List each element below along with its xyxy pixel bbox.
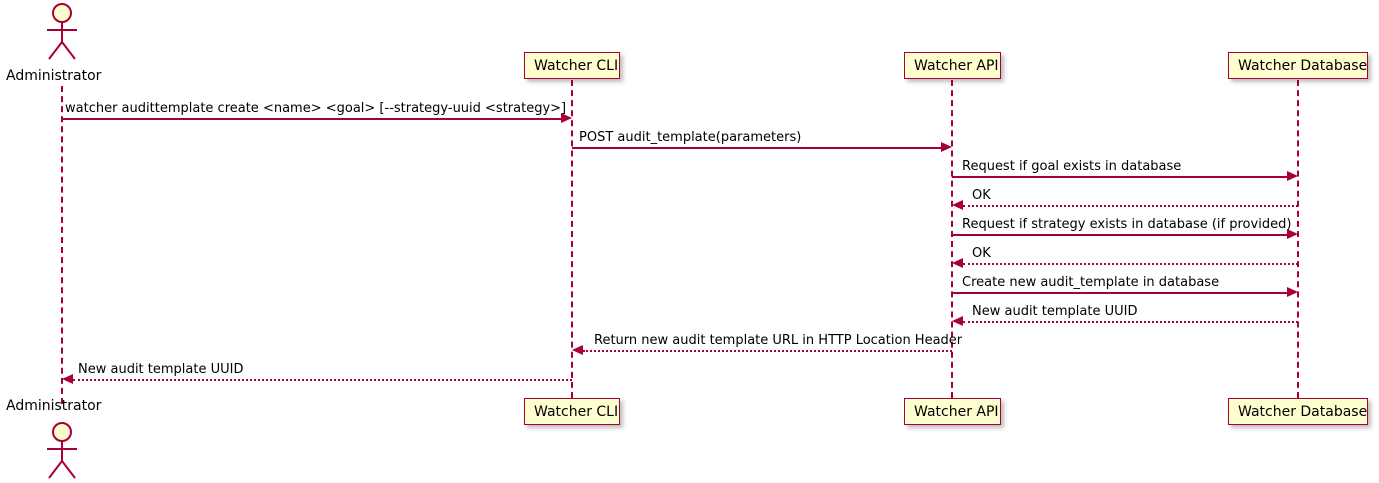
message-arrowhead-8 xyxy=(952,316,963,326)
message-label-4: OK xyxy=(972,188,991,203)
participant-label-watcher-database-top: Watcher Database xyxy=(1238,58,1368,74)
message-arrow-6 xyxy=(963,263,1298,265)
actor-label-administrator-bottom: Administrator xyxy=(6,398,102,414)
message-arrow-8 xyxy=(963,321,1298,323)
participant-label-watcher-cli-top: Watcher CLI xyxy=(534,58,619,74)
participant-box-watcher-database-top: Watcher Database xyxy=(1228,52,1368,79)
message-label-9: Return new audit template URL in HTTP Lo… xyxy=(594,333,963,348)
actor-figure-icon xyxy=(47,3,77,60)
actor-label-administrator-top: Administrator xyxy=(6,68,102,84)
message-label-7: Create new audit_template in database xyxy=(962,275,1220,290)
participant-box-watcher-cli-bottom: Watcher CLI xyxy=(524,398,620,425)
message-arrow-5 xyxy=(952,234,1288,236)
message-label-1: watcher audittemplate create <name> <goa… xyxy=(65,101,567,116)
message-arrow-2 xyxy=(572,147,942,149)
lifeline-administrator xyxy=(61,86,63,404)
message-arrow-3 xyxy=(952,176,1288,178)
message-arrow-7 xyxy=(952,292,1288,294)
participant-box-watcher-api-top: Watcher API xyxy=(904,52,1001,79)
message-label-5: Request if strategy exists in database (… xyxy=(962,217,1292,232)
participant-label-watcher-cli-bottom: Watcher CLI xyxy=(534,404,619,420)
lifeline-watcher-database xyxy=(1297,80,1299,398)
actor-figure-icon xyxy=(47,422,77,479)
message-label-2: POST audit_template(parameters) xyxy=(579,130,802,145)
participant-label-watcher-database-bottom: Watcher Database xyxy=(1238,404,1368,420)
message-arrowhead-6 xyxy=(952,258,963,268)
message-arrowhead-3 xyxy=(1287,171,1298,181)
actor-administrator-bottom xyxy=(36,421,88,479)
participant-box-watcher-api-bottom: Watcher API xyxy=(904,398,1001,425)
message-arrow-9 xyxy=(583,350,952,352)
participant-label-watcher-api-bottom: Watcher API xyxy=(914,404,999,420)
lifeline-watcher-api xyxy=(951,80,953,398)
message-arrowhead-2 xyxy=(941,142,952,152)
participant-box-watcher-database-bottom: Watcher Database xyxy=(1228,398,1368,425)
message-label-3: Request if goal exists in database xyxy=(962,159,1182,174)
message-label-6: OK xyxy=(972,246,991,261)
message-arrow-4 xyxy=(963,205,1298,207)
message-arrow-10 xyxy=(73,379,572,381)
participant-label-watcher-api-top: Watcher API xyxy=(914,58,999,74)
message-label-10: New audit template UUID xyxy=(78,362,244,377)
lifeline-watcher-cli xyxy=(571,80,573,398)
message-arrowhead-1 xyxy=(561,113,572,123)
message-arrowhead-9 xyxy=(572,345,583,355)
message-arrow-1 xyxy=(62,118,562,120)
message-arrowhead-5 xyxy=(1287,229,1298,239)
message-label-8: New audit template UUID xyxy=(972,304,1138,319)
message-arrowhead-10 xyxy=(62,374,73,384)
message-arrowhead-4 xyxy=(952,200,963,210)
message-arrowhead-7 xyxy=(1287,287,1298,297)
actor-administrator-top xyxy=(36,2,88,60)
participant-box-watcher-cli-top: Watcher CLI xyxy=(524,52,620,79)
